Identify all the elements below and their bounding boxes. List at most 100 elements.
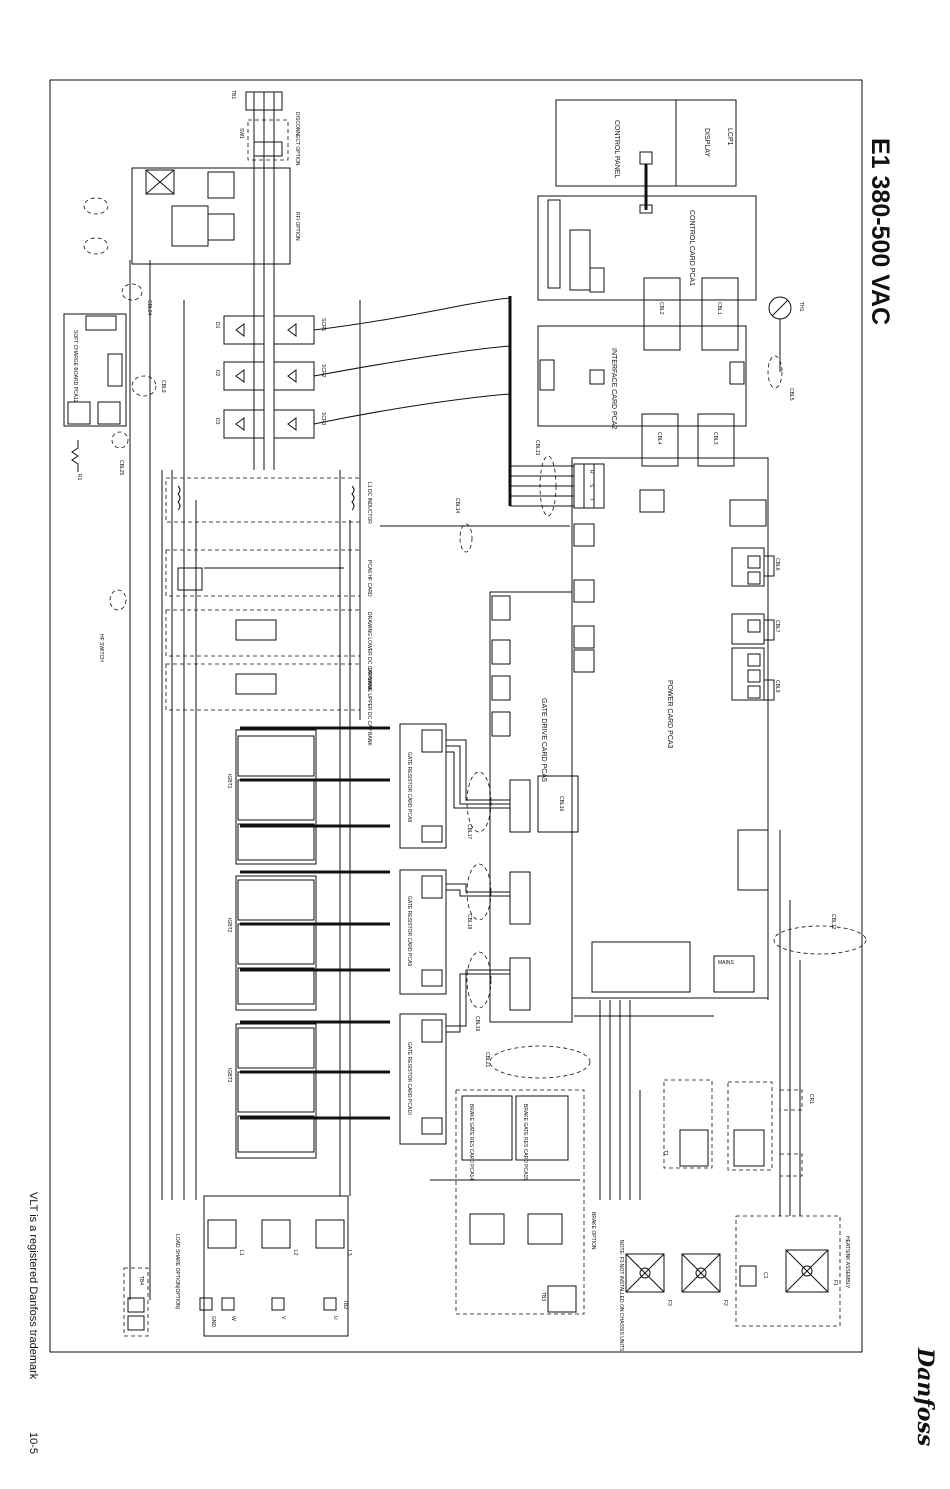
gate-resistor-card-2: GATE RESISTOR CARD PCA9 — [399, 869, 447, 995]
u-label: U — [332, 1316, 338, 1320]
dc-inductor: L1 DC INDUCTOR — [165, 477, 372, 524]
danfoss-logo: Danfoss — [912, 1347, 938, 1446]
f2-label: F2 — [722, 1300, 728, 1306]
cr1-label: CR1 — [808, 1094, 814, 1104]
igbt3-label: IGBT3 — [226, 1068, 232, 1083]
brake-option: BRAKE GATE RES CARD PCA14 BRAKE GATE RES… — [455, 1089, 596, 1315]
display-label: DISPLAY — [703, 128, 710, 157]
fan-f2: F2 — [681, 1253, 728, 1306]
l3-label: L3 — [346, 1250, 352, 1256]
disconnect-option: TB1 SW1 DISCONNECT OPTION — [230, 90, 300, 166]
fuse-transformer-area: T1 CR1 — [662, 1079, 814, 1177]
th1-thermistor: TH1 CBL5 — [767, 296, 804, 401]
gate-resistor-card-1: GATE RESISTOR CARD PCA8 — [399, 723, 447, 849]
dc-cap-lower-label: DRAWING LOWER DC CAP BANK — [366, 612, 372, 692]
dc-cap-upper-label: DRAWING UPPER DC CAP BANK — [366, 668, 372, 746]
igbt-module-3: IGBT3 — [226, 1020, 390, 1159]
control-card: CONTROL CARD PCA1 CBL2 CBL1 — [537, 195, 757, 351]
cbl-rfi-bundle-2 — [83, 237, 109, 255]
th1-label: TH1 — [798, 302, 804, 312]
cbl18-label: CBL18 — [466, 914, 472, 930]
f1-label: F1 — [832, 1280, 838, 1286]
scr1-label: SCR1 — [320, 318, 326, 332]
cbl21-bundle — [489, 1045, 591, 1079]
soft-charge-board: SOFT CHARGE BOARD PCA12 R1 — [63, 313, 127, 481]
cbl17-bundle — [466, 771, 492, 833]
cbl6-label: CBL6 — [774, 558, 780, 571]
dc-cap-bank-upper: DRAWING UPPER DC CAP BANK — [165, 663, 372, 746]
interface-card: INTERFACE CARD PCA2 CBL4 CBL3 — [537, 325, 747, 467]
l1-label: L1 — [238, 1250, 244, 1256]
rfi-option: RFI OPTION — [131, 167, 300, 265]
w-label: W — [230, 1316, 236, 1321]
cbl-rfi-bundle — [83, 197, 109, 215]
hf-card-label: PCA6 HF CARD — [366, 560, 372, 597]
hf-card: PCA6 HF CARD — [165, 549, 372, 597]
cbl15-bundle — [109, 589, 127, 611]
cbl21-label: CBL21 — [484, 1052, 490, 1068]
cbl3-label: CBL3 — [712, 432, 718, 445]
disconnect-label: DISCONNECT OPTION — [294, 112, 300, 166]
tb3-label: TB3 — [540, 1292, 546, 1301]
tb2-label: TB2 — [342, 1300, 348, 1309]
lcp-panel: LCP1 DISPLAY CONTROL PANEL — [555, 99, 737, 214]
heatsink-label: HEATSINK ASSEMBLY — [844, 1236, 850, 1289]
output-section: L1 L2 L3 GND W V U TB2 — [199, 1195, 352, 1337]
s-terminal: S — [588, 484, 594, 488]
rfi-option-label: RFI OPTION — [294, 212, 300, 241]
dc-cap-bank-lower: DRAWING LOWER DC CAP BANK — [165, 609, 372, 692]
brake-res-card-1-label: BRAKE GATE RES CARD PCA14 — [468, 1104, 474, 1180]
t1-label: T1 — [662, 1150, 668, 1156]
hf-switch-label: HF SWITCH — [98, 634, 104, 662]
igbt2-label: IGBT2 — [226, 918, 232, 933]
scr3-label: SCR3 — [320, 412, 326, 426]
diagram-frame — [49, 79, 863, 1353]
heatsink-assembly: HEATSINK ASSEMBLY F1 C1 — [735, 1215, 850, 1327]
cbl16-label: CBL16 — [558, 796, 564, 812]
brake-option-label: BRAKE OPTION — [590, 1212, 596, 1250]
page-title: E1 380-500 VAC — [866, 138, 894, 325]
page-number: 10-5 — [27, 1432, 39, 1454]
v-label: V — [280, 1316, 286, 1320]
power-card: POWER CARD PCA3 R S T MAINS — [571, 457, 769, 999]
igbt-module-1: IGBT1 — [226, 726, 390, 865]
cbl17-label: CBL17 — [466, 824, 472, 840]
sw1-label: SW1 — [238, 128, 244, 139]
cbl8-label: CBL8 — [774, 680, 780, 693]
cbl13-label: CBL13 — [534, 440, 540, 456]
soft-charge-label: SOFT CHARGE BOARD PCA12 — [72, 330, 78, 403]
cbl24-bundle — [121, 283, 143, 301]
cbl1-label: CBL1 — [716, 302, 722, 315]
cbl7-label: CBL7 — [774, 620, 780, 633]
lcp1-label: LCP1 — [726, 128, 733, 146]
gnd-label: GND — [210, 1316, 216, 1328]
tb4-label: TB4 — [138, 1276, 144, 1285]
power-card-label: POWER CARD PCA3 — [666, 680, 673, 749]
dc-inductor-label: L1 DC INDUCTOR — [366, 482, 372, 524]
fuse-blocks: CBL6 CBL7 CBL8 — [731, 547, 780, 701]
cbl19-label: CBL19 — [474, 1016, 480, 1032]
r1-label: R1 — [76, 474, 82, 481]
c1-label: C1 — [762, 1272, 768, 1279]
load-share-option: TB4 LOAD SHARE OPTION(OPTION) — [123, 1234, 180, 1337]
control-card-label: CONTROL CARD PCA1 — [688, 210, 695, 286]
interface-card-label: INTERFACE CARD PCA2 — [610, 348, 617, 429]
cbl14-bundle — [459, 523, 473, 553]
tb1-label: TB1 — [230, 90, 236, 99]
t-terminal: T — [588, 498, 594, 501]
trademark-note: VLT is a registered Danfoss trademark — [27, 1192, 39, 1380]
igbt1-label: IGBT1 — [226, 774, 232, 789]
r-terminal: R — [588, 470, 594, 474]
cbl19-bundle — [466, 951, 492, 1009]
cbl5-label: CBL5 — [788, 388, 794, 401]
d2-label: D2 — [214, 370, 220, 377]
gate-resistor-card-3: GATE RESISTOR CARD PCA10 — [399, 1013, 447, 1145]
rectifier: D1 D2 D3 SCR1 SCR2 SCR3 — [214, 315, 326, 439]
cbl12-bundle — [773, 925, 867, 955]
grc1-label: GATE RESISTOR CARD PCA8 — [406, 752, 412, 822]
control-panel-label: CONTROL PANEL — [613, 120, 620, 178]
cbl25-bundle — [111, 431, 129, 449]
fan-note: NOTE: F3 NOT INSTALLED ON CHASSIS UNITS — [618, 1240, 624, 1352]
cbl24-label: CBL24 — [146, 300, 152, 316]
